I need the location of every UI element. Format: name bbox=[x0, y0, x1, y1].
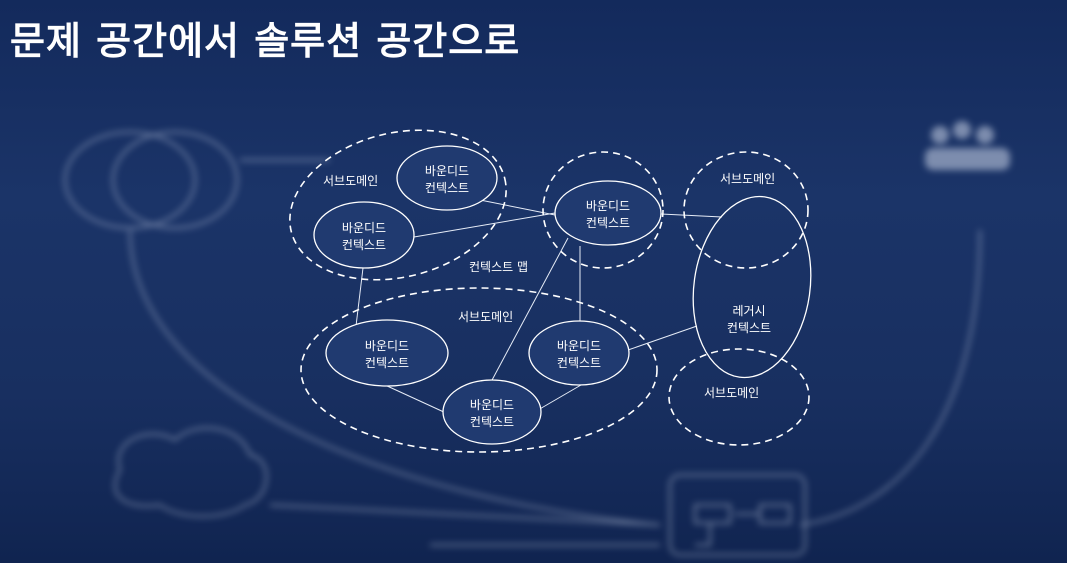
bc-3-line2: 컨텍스트 bbox=[586, 216, 630, 230]
bc-node-5 bbox=[528, 320, 630, 386]
bc-4-line1: 바운디드 bbox=[365, 339, 409, 353]
bc-3-line1: 바운디드 bbox=[586, 199, 630, 213]
bc-5-line2: 컨텍스트 bbox=[557, 356, 601, 370]
context-map-label: 컨텍스트 맵 bbox=[469, 260, 528, 274]
bc-node-2 bbox=[313, 201, 415, 269]
bc-1-line2: 컨텍스트 bbox=[425, 181, 469, 195]
bc-6-line1: 바운디드 bbox=[470, 398, 514, 412]
subdomain-bottom-outline bbox=[300, 287, 658, 453]
bc-2-line2: 컨텍스트 bbox=[342, 238, 386, 252]
bc-5-line1: 바운디드 bbox=[557, 339, 601, 353]
legacy-line2: 컨텍스트 bbox=[727, 321, 771, 335]
subdomain-label-c: 서브도메인 bbox=[458, 310, 513, 324]
subdomain-a-outline bbox=[289, 129, 507, 281]
bc-1-line1: 바운디드 bbox=[425, 164, 469, 178]
bc-6-line2: 컨텍스트 bbox=[470, 415, 514, 429]
subdomain-label-d: 서브도메인 bbox=[704, 386, 759, 400]
subdomain-top-mid-outline bbox=[542, 151, 664, 269]
connectors bbox=[355, 197, 723, 414]
subdomain-top-right-outline bbox=[683, 151, 809, 269]
bc-node-3 bbox=[554, 180, 662, 246]
subdomain-label-a: 서브도메인 bbox=[323, 174, 378, 188]
legacy-line1: 레거시 bbox=[732, 304, 765, 318]
subdomain-bottom-right-outline bbox=[668, 348, 810, 446]
subdomain-outlines bbox=[289, 129, 810, 453]
bc-2-line1: 바운디드 bbox=[342, 221, 386, 235]
slide-title: 문제 공간에서 솔루션 공간으로 bbox=[10, 19, 521, 63]
bc-node-6 bbox=[442, 379, 542, 445]
legacy-context-node bbox=[692, 195, 812, 379]
subdomain-label-b: 서브도메인 bbox=[720, 172, 775, 186]
bc-4-line2: 컨텍스트 bbox=[365, 356, 409, 370]
bc-node-1 bbox=[396, 145, 498, 211]
bc-node-4 bbox=[325, 319, 449, 387]
